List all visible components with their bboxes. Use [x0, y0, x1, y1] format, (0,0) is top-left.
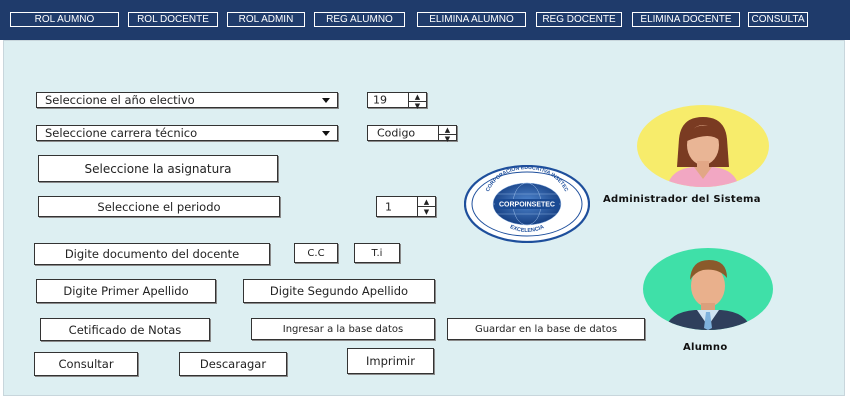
code-value: Codigo — [377, 126, 416, 140]
admin-role-label: Administrador del Sistema — [603, 194, 761, 205]
spin-down-icon[interactable]: ▼ — [444, 135, 451, 143]
student-role-label: Alumno — [683, 342, 728, 353]
print-button[interactable]: Imprimir — [347, 348, 434, 374]
nav-reg-docente-button[interactable]: REG DOCENTE — [536, 12, 622, 27]
institution-logo: CORPOINSETEC CORPORACION EDUCATIVA INSET… — [464, 165, 590, 243]
student-avatar — [643, 248, 773, 330]
spin-down-icon[interactable]: ▼ — [414, 102, 421, 110]
spin-up-icon[interactable]: ▲ — [439, 126, 456, 135]
nav-rol-admin-button[interactable]: ROL ADMIN — [227, 12, 305, 27]
spin-down-icon[interactable]: ▼ — [423, 207, 430, 216]
save-db-button[interactable]: Guardar en la base de datos — [447, 318, 645, 340]
spin-up-icon[interactable]: ▲ — [418, 197, 435, 207]
period-button[interactable]: Seleccione el periodo — [38, 196, 280, 217]
period-spinner[interactable]: 1 ▲ ▼ — [376, 196, 436, 217]
download-button[interactable]: Descaragar — [179, 352, 287, 376]
logo-center-text: CORPOINSETEC — [499, 202, 555, 209]
chevron-down-icon — [322, 98, 330, 103]
certificate-button[interactable]: Cetificado de Notas — [40, 318, 210, 341]
doc-ti-button[interactable]: T.i — [354, 243, 400, 263]
career-select-label: Seleccione carrera técnico — [45, 126, 198, 140]
doc-cc-button[interactable]: C.C — [294, 243, 338, 263]
nav-consulta-button[interactable]: CONSULTA — [748, 12, 808, 27]
code-spinner[interactable]: Codigo ▲ ▼ — [367, 125, 457, 143]
consult-button[interactable]: Consultar — [34, 352, 138, 376]
period-value: 1 — [385, 200, 392, 213]
student-person-icon — [665, 260, 751, 330]
admin-avatar — [637, 105, 769, 187]
spin-up-icon[interactable]: ▲ — [409, 93, 426, 102]
year-spinner[interactable]: 19 ▲ ▼ — [367, 92, 427, 110]
year-value: 19 — [373, 93, 387, 107]
year-select-label: Seleccione el año electivo — [45, 93, 195, 107]
nav-rol-alumno-button[interactable]: ROL AUMNO — [10, 12, 119, 27]
year-select[interactable]: Seleccione el año electivo — [36, 92, 338, 108]
admin-person-icon — [667, 117, 739, 187]
insert-db-button[interactable]: Ingresar a la base datos — [251, 318, 435, 340]
nav-reg-alumno-button[interactable]: REG ALUMNO — [314, 12, 405, 27]
nav-elimina-alumno-button[interactable]: ELIMINA ALUMNO — [417, 12, 526, 27]
svg-text:EXCELENCIA: EXCELENCIA — [509, 224, 545, 234]
chevron-down-icon — [322, 131, 330, 136]
second-surname-input[interactable]: Digite Segundo Apellido — [243, 279, 435, 303]
nav-elimina-docente-button[interactable]: ELIMINA DOCENTE — [632, 12, 740, 27]
nav-rol-docente-button[interactable]: ROL DOCENTE — [128, 12, 218, 27]
career-select[interactable]: Seleccione carrera técnico — [36, 125, 338, 141]
subject-button[interactable]: Seleccione la asignatura — [38, 155, 278, 182]
top-nav-bar: ROL AUMNO ROL DOCENTE ROL ADMIN REG ALUM… — [0, 0, 850, 40]
teacher-document-input[interactable]: Digite documento del docente — [34, 243, 270, 265]
logo-bottom-text: EXCELENCIA — [509, 224, 545, 234]
first-surname-input[interactable]: Digite Primer Apellido — [36, 279, 216, 303]
